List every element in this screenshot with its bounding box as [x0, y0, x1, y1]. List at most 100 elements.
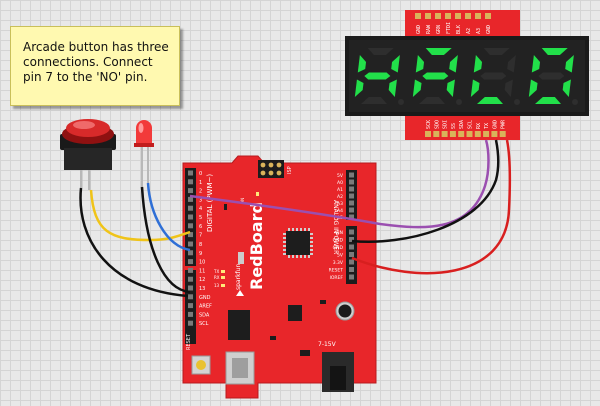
- header-hole[interactable]: [349, 252, 354, 257]
- header-hole[interactable]: [349, 274, 354, 280]
- header-hole[interactable]: [188, 259, 193, 265]
- segment-c: [504, 79, 513, 97]
- chip-pin: [296, 228, 298, 231]
- header-hole[interactable]: [349, 237, 354, 242]
- wire-yellow-button-pin7[interactable]: [89, 189, 191, 242]
- display-top-pin[interactable]: [465, 13, 471, 19]
- display-bottom-pin[interactable]: [425, 131, 431, 137]
- segment-e: [470, 79, 480, 97]
- display-bottom-pin[interactable]: [458, 131, 465, 137]
- display-bottom-pin[interactable]: [433, 131, 440, 137]
- wire-black-led-gnd[interactable]: [140, 186, 191, 294]
- header-hole[interactable]: [188, 267, 193, 273]
- header-hole[interactable]: [349, 244, 354, 250]
- display-bottom-pin[interactable]: [483, 131, 490, 137]
- header-hole[interactable]: [349, 207, 354, 213]
- chip-pin: [310, 253, 313, 255]
- digital-pin-label: 10: [199, 260, 205, 266]
- header-hole[interactable]: [349, 200, 354, 206]
- header-hole[interactable]: [188, 188, 193, 194]
- header-hole[interactable]: [188, 241, 193, 247]
- header-hole[interactable]: [349, 193, 354, 199]
- display-top-pin-label: GND: [486, 25, 492, 34]
- header-hole[interactable]: [188, 196, 193, 202]
- display-top-pin-label: A3: [476, 28, 482, 34]
- display-top-pin[interactable]: [455, 13, 461, 19]
- header-hole[interactable]: [349, 186, 354, 192]
- display-bottom-pin-label: PWR: [501, 119, 507, 129]
- chip-pin: [283, 237, 286, 239]
- segment-b: [391, 55, 400, 73]
- display-top-pin[interactable]: [475, 13, 481, 19]
- segment-f: [357, 55, 367, 73]
- segment-b: [449, 55, 458, 73]
- header-hole[interactable]: [349, 172, 354, 178]
- chip-pin: [283, 241, 286, 243]
- usb-serial-chip: [228, 310, 250, 340]
- digital-pin-label: 1: [199, 180, 202, 186]
- display-top-pin[interactable]: [425, 13, 431, 19]
- display-bottom-pin[interactable]: [441, 131, 448, 137]
- header-hole[interactable]: [188, 179, 193, 185]
- chip-pin: [310, 237, 313, 239]
- analog-power-pin-label: 5V: [337, 253, 344, 259]
- usb-port[interactable]: [232, 358, 248, 378]
- voltage-regulator-chip: [288, 305, 302, 321]
- display-top-pin[interactable]: [445, 13, 451, 19]
- wire-blue-led-pin[interactable]: [146, 182, 191, 252]
- wire-red-display-power[interactable]: [351, 139, 512, 275]
- capacitor-top: [338, 304, 352, 318]
- header-hole[interactable]: [188, 320, 193, 326]
- display-bottom-pin[interactable]: [466, 131, 473, 137]
- segment-c: [562, 79, 571, 97]
- header-hole[interactable]: [349, 179, 354, 185]
- header-hole[interactable]: [188, 205, 193, 211]
- display-bottom-pin[interactable]: [499, 131, 506, 137]
- chip-pin: [310, 249, 313, 251]
- segment-d: [535, 97, 561, 104]
- power-led: [256, 192, 259, 196]
- decimal-point: [514, 99, 520, 105]
- header-hole[interactable]: [188, 223, 193, 229]
- wire-purple-serial-rx[interactable]: [189, 139, 490, 229]
- header-hole[interactable]: [188, 250, 193, 256]
- header-hole[interactable]: [349, 267, 354, 272]
- header-hole[interactable]: [188, 276, 193, 282]
- display-bottom-pin[interactable]: [474, 131, 481, 137]
- header-hole[interactable]: [349, 214, 354, 220]
- display-top-pin[interactable]: [485, 13, 491, 19]
- display-top-pin[interactable]: [435, 13, 441, 19]
- isp-pin: [276, 170, 282, 176]
- reset-button-cap[interactable]: [196, 360, 206, 370]
- display-bottom-header: [425, 131, 506, 137]
- display-bottom-pin[interactable]: [491, 131, 498, 137]
- display-top-pin[interactable]: [415, 13, 421, 19]
- smd-part: [270, 336, 276, 340]
- header-hole[interactable]: [188, 285, 193, 291]
- display-bottom-pin[interactable]: [449, 131, 456, 137]
- display-digit: [528, 48, 578, 105]
- header-hole[interactable]: [188, 170, 193, 176]
- header-hole[interactable]: [188, 294, 193, 300]
- header-hole[interactable]: [188, 232, 193, 238]
- header-hole[interactable]: [349, 229, 354, 235]
- isp-pin: [268, 162, 274, 168]
- redboard-logo: RedBoard sparkfun: [235, 202, 266, 296]
- digital-pin-label: 5: [199, 215, 202, 221]
- header-hole[interactable]: [188, 214, 193, 220]
- display-top-pin-label: BLK: [456, 25, 462, 34]
- smd-part: [224, 204, 227, 210]
- header-hole[interactable]: [188, 303, 193, 309]
- red-led[interactable]: [134, 120, 154, 187]
- header-hole[interactable]: [188, 311, 193, 317]
- header-hole[interactable]: [349, 259, 354, 265]
- digital-pin-label: 12: [199, 277, 205, 283]
- wire-black-button-gnd[interactable]: [79, 187, 189, 298]
- isp-pin: [268, 170, 274, 176]
- wire-black-display-gnd[interactable]: [351, 139, 500, 243]
- arcade-button[interactable]: [60, 119, 116, 190]
